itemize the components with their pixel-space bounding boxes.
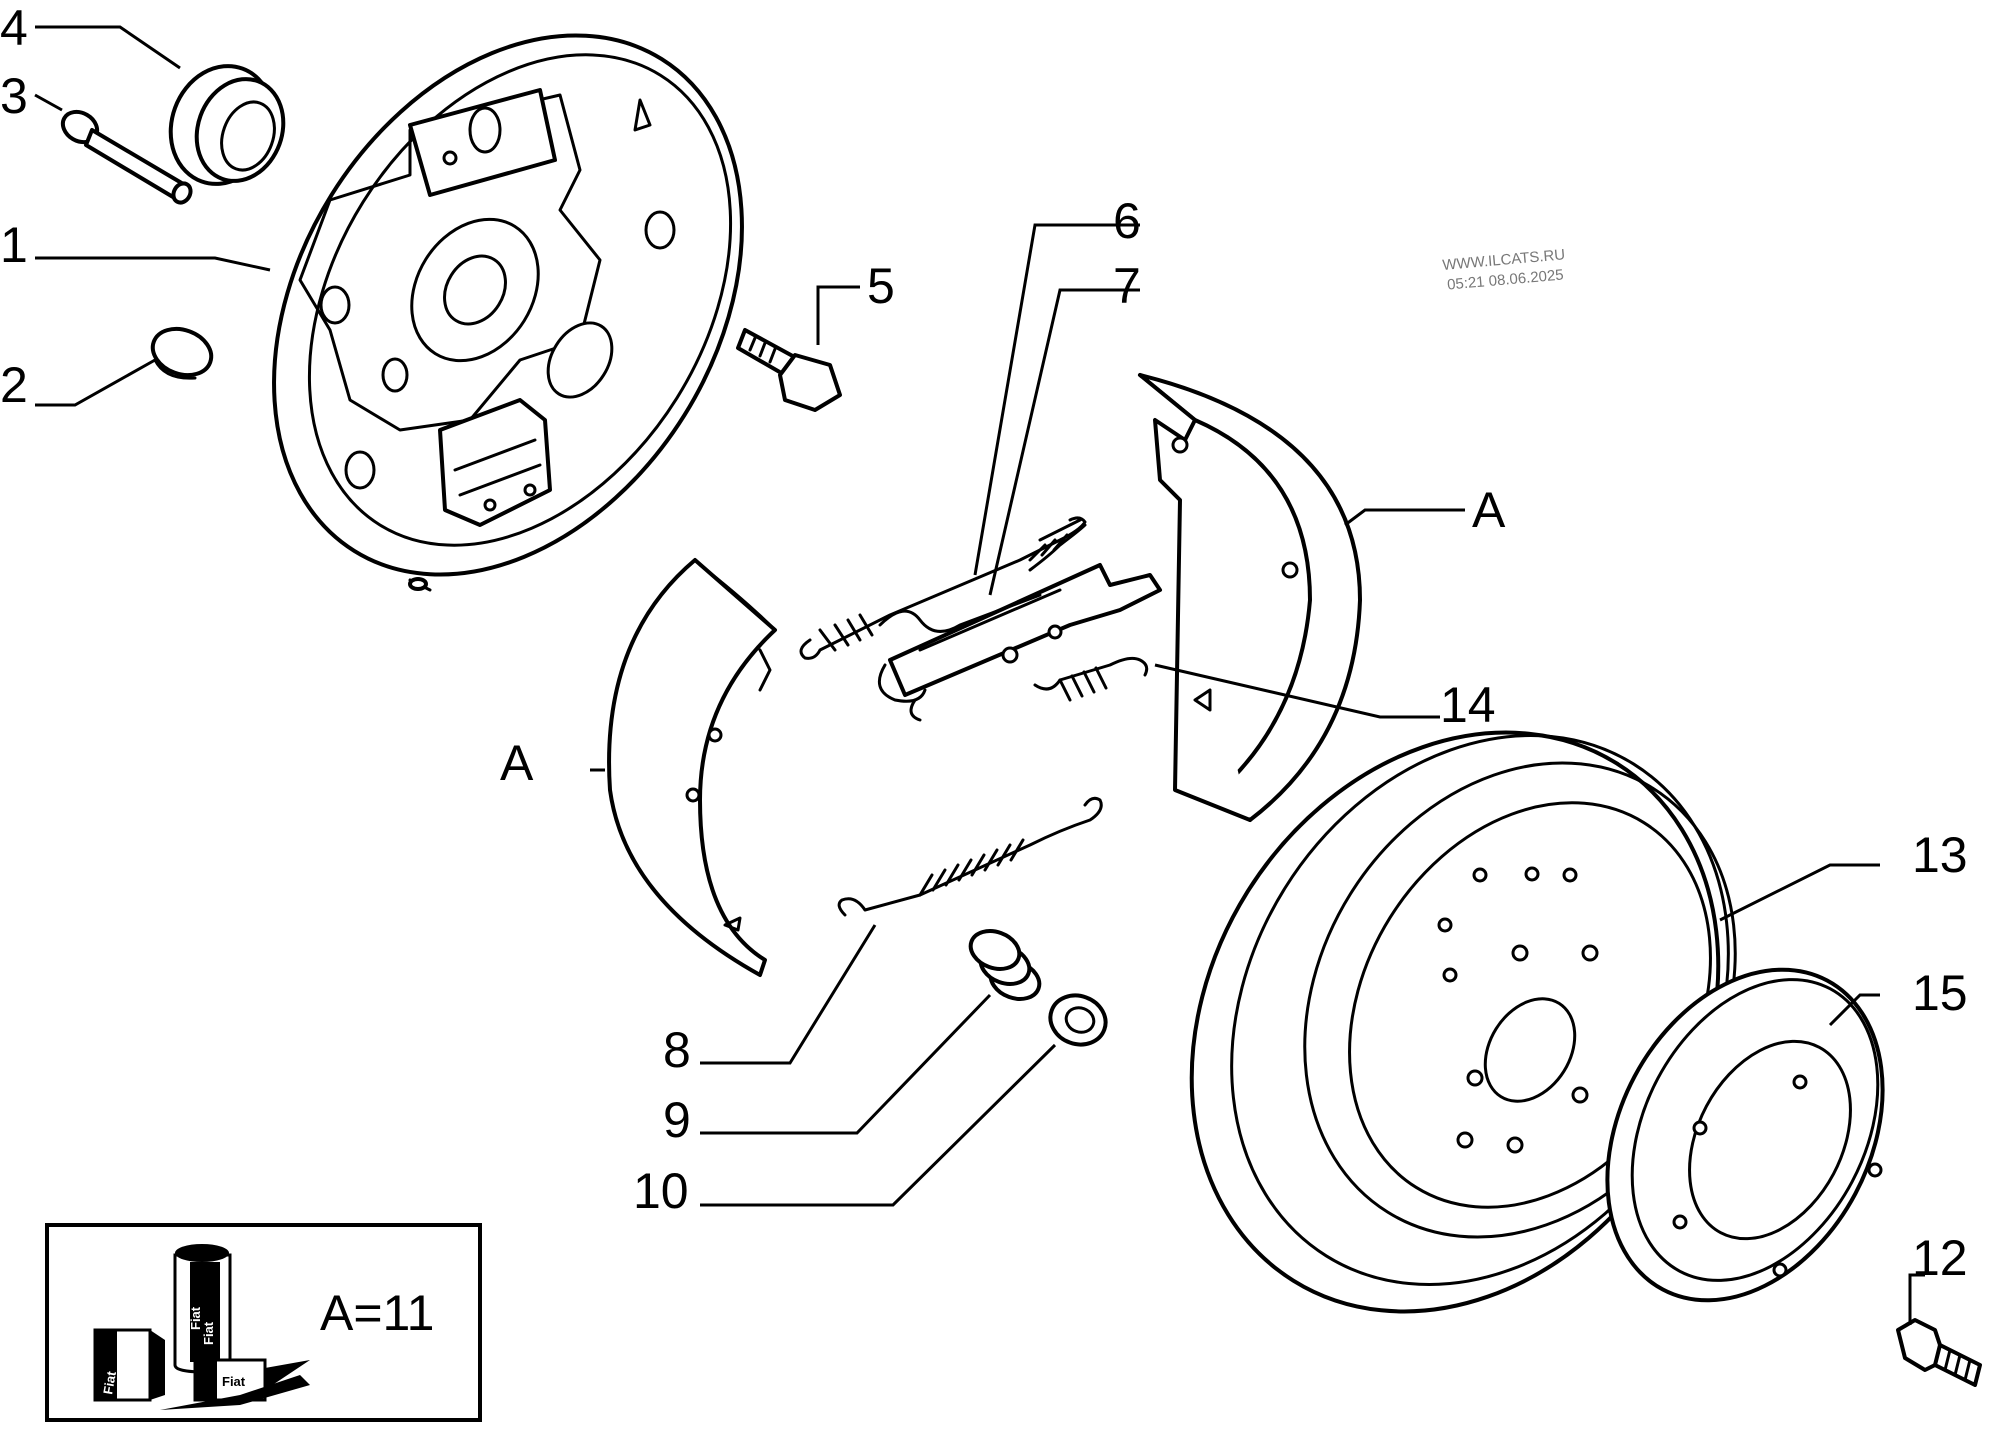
product-pictogram: Fiat Fiat Fiat Fiat [93,1244,310,1410]
box-label-2: Fiat [222,1374,246,1389]
callout-4: 4 [0,0,28,56]
callout-15: 15 [1912,965,1968,1021]
leader-lines [34,25,1925,1325]
part-4-seal [168,64,286,186]
part-3-pin [60,109,193,205]
callout-13: 13 [1912,827,1968,883]
part-6-adjuster-strut [877,563,1162,722]
can-label-2: Fiat [201,1321,216,1345]
callout-3: 3 [0,68,28,124]
return-spring-top [799,516,1087,660]
box-label-1: Fiat [100,1369,119,1395]
part-14-spring [1033,656,1149,702]
callout-10: 10 [633,1163,689,1219]
callout-labels: 1 2 3 4 5 6 7 8 9 10 12 13 14 15 A A [0,0,1968,1286]
part-2-cap [150,326,214,380]
can-label-1: Fiat [188,1306,203,1330]
part-9-coil-spring [968,929,1042,1001]
callout-a-right: A [1472,482,1506,538]
callout-12: 12 [1912,1230,1968,1286]
part-13-brake-drum [1189,730,1737,1314]
callout-8: 8 [663,1022,691,1078]
callout-7: 7 [1113,258,1141,314]
part-5-bolt [736,328,842,412]
callout-5: 5 [867,258,895,314]
watermark: WWW.ILCATS.RU 05:21 08.06.2025 [1442,246,1566,293]
part-12-stud-bolt [1896,1318,1982,1387]
part-15-plate [1605,967,1885,1303]
legend-equation: A=11 [320,1285,434,1341]
part-8-spring [837,796,1103,917]
brake-shoe-right [1138,373,1362,822]
callout-6: 6 [1113,193,1141,249]
callout-2: 2 [0,357,28,413]
callout-9: 9 [663,1092,691,1148]
callout-1: 1 [0,217,28,273]
callout-a-left: A [500,735,534,791]
part-10-cup [1048,993,1108,1047]
brake-shoe-left [607,558,777,977]
backing-plate [272,33,744,592]
legend-box: Fiat Fiat Fiat Fiat A=11 [45,1223,482,1422]
callout-14: 14 [1440,677,1496,733]
